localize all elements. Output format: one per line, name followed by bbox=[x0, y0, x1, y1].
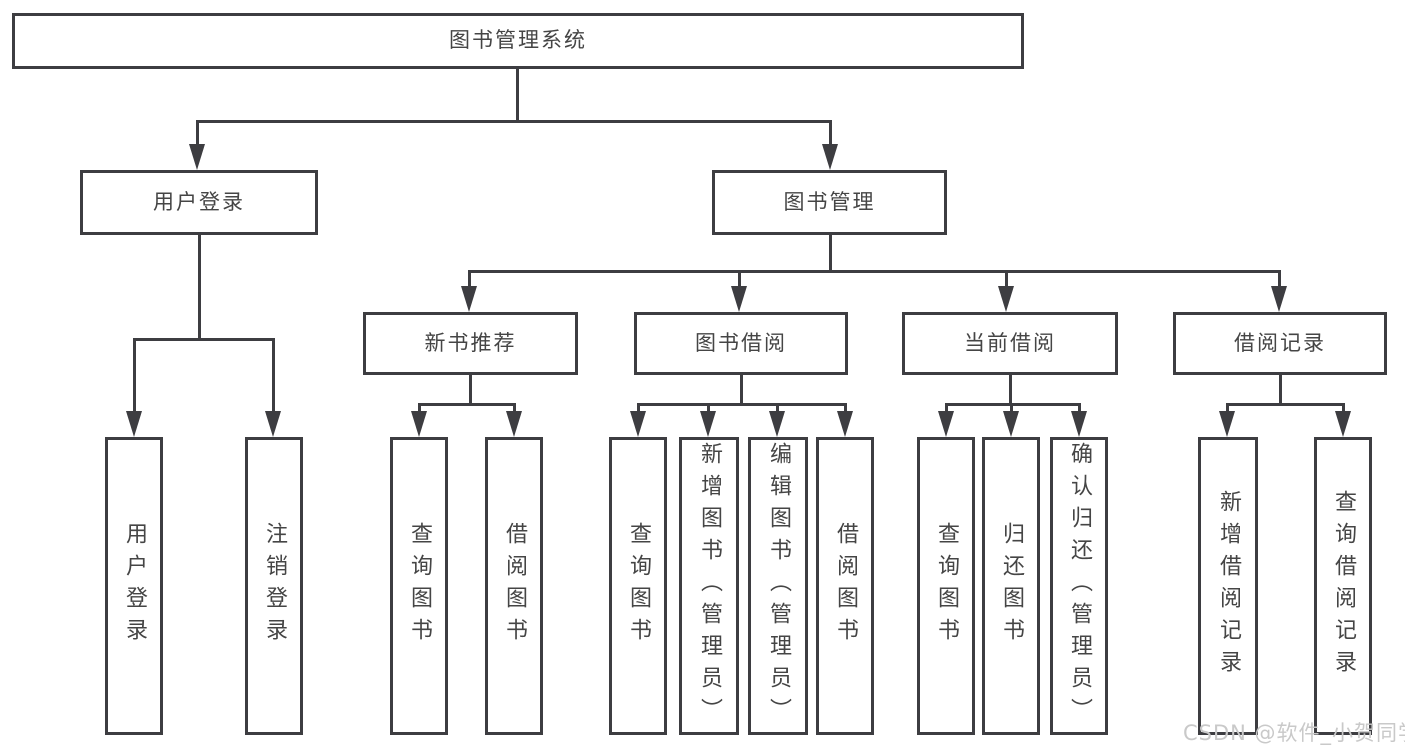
node-new-book-recommend: 新书推荐 bbox=[363, 312, 578, 375]
leaf-cb-query-books: 查询图书 bbox=[917, 437, 975, 735]
leaf-logout: 注销登录 bbox=[245, 437, 303, 735]
leaf-nb-borrow-books: 借阅图书 bbox=[485, 437, 543, 735]
connector-borrow-records-split bbox=[1226, 403, 1345, 406]
arrow-to-nb-query bbox=[411, 411, 427, 437]
node-borrow-records: 借阅记录 bbox=[1173, 312, 1387, 375]
arrow-to-current-borrow bbox=[998, 286, 1014, 312]
connector-current-borrow-split bbox=[945, 403, 1081, 406]
leaf-bb-borrow-books-label: 借阅图书 bbox=[833, 522, 858, 650]
leaf-br-add-record: 新增借阅记录 bbox=[1198, 437, 1258, 735]
leaf-cb-return-books-label: 归还图书 bbox=[999, 522, 1024, 650]
leaf-bb-add-books-admin: 新增图书（管理员） bbox=[679, 437, 739, 735]
leaf-bb-edit-books-admin: 编辑图书（管理员） bbox=[748, 437, 808, 735]
leaf-br-query-record-label: 查询借阅记录 bbox=[1331, 490, 1356, 682]
leaf-user-login: 用户登录 bbox=[105, 437, 163, 735]
node-root-system: 图书管理系统 bbox=[12, 13, 1024, 69]
connector-drop-bb-query bbox=[637, 403, 640, 414]
connector-drop-cb-confirm bbox=[1078, 403, 1081, 414]
leaf-user-login-label: 用户登录 bbox=[122, 522, 147, 650]
leaf-bb-query-books: 查询图书 bbox=[609, 437, 667, 735]
connector-root-trunk bbox=[516, 69, 519, 122]
arrow-to-bb-query bbox=[630, 411, 646, 437]
connector-drop-bb-add bbox=[707, 403, 710, 414]
arrow-to-leaf-logout bbox=[265, 411, 281, 437]
connector-drop-br-query bbox=[1342, 403, 1345, 414]
node-root-label: 图书管理系统 bbox=[449, 28, 587, 53]
connector-new-book-trunk bbox=[469, 375, 472, 405]
leaf-bb-edit-books-admin-label: 编辑图书（管理员） bbox=[766, 442, 791, 730]
leaf-cb-return-books: 归还图书 bbox=[982, 437, 1040, 735]
arrow-to-book-management bbox=[822, 144, 838, 170]
connector-drop-book-borrow bbox=[738, 270, 741, 288]
csdn-watermark: CSDN @软件_小贺同学 bbox=[1183, 721, 1405, 745]
node-book-borrow: 图书借阅 bbox=[634, 312, 848, 375]
leaf-cb-confirm-return-admin: 确认归还（管理员） bbox=[1050, 437, 1108, 735]
connector-book-split bbox=[468, 270, 1281, 273]
connector-book-borrow-split bbox=[637, 403, 847, 406]
arrow-to-new-book bbox=[461, 286, 477, 312]
arrow-to-user-login bbox=[189, 144, 205, 170]
arrow-to-br-query bbox=[1335, 411, 1351, 437]
node-book-management: 图书管理 bbox=[712, 170, 947, 235]
leaf-br-add-record-label: 新增借阅记录 bbox=[1216, 490, 1241, 682]
connector-drop-current-borrow bbox=[1005, 270, 1008, 288]
arrow-to-cb-return bbox=[1003, 411, 1019, 437]
node-borrow-records-label: 借阅记录 bbox=[1234, 330, 1326, 355]
leaf-br-query-record: 查询借阅记录 bbox=[1314, 437, 1372, 735]
node-current-borrow: 当前借阅 bbox=[902, 312, 1118, 375]
connector-drop-user-login bbox=[196, 120, 199, 146]
arrow-to-bb-borrow bbox=[837, 411, 853, 437]
connector-drop-bb-borrow bbox=[844, 403, 847, 414]
connector-drop-leaf-logout bbox=[272, 338, 275, 413]
node-current-borrow-label: 当前借阅 bbox=[964, 330, 1056, 355]
arrow-to-br-add bbox=[1219, 411, 1235, 437]
connector-drop-borrow-records bbox=[1278, 270, 1281, 288]
arrow-to-bb-edit bbox=[769, 411, 785, 437]
leaf-bb-query-books-label: 查询图书 bbox=[626, 522, 651, 650]
leaf-bb-add-books-admin-label: 新增图书（管理员） bbox=[697, 442, 722, 730]
node-book-borrow-label: 图书借阅 bbox=[695, 330, 787, 355]
arrow-to-bb-add bbox=[700, 411, 716, 437]
connector-new-book-split bbox=[418, 403, 516, 406]
arrow-to-borrow-records bbox=[1271, 286, 1287, 312]
arrow-to-cb-query bbox=[938, 411, 954, 437]
leaf-nb-query-books-label: 查询图书 bbox=[407, 522, 432, 650]
connector-drop-cb-query bbox=[945, 403, 948, 414]
connector-drop-cb-return bbox=[1010, 403, 1013, 414]
leaf-bb-borrow-books: 借阅图书 bbox=[816, 437, 874, 735]
arrow-to-leaf-user-login bbox=[126, 411, 142, 437]
connector-drop-leaf-user-login bbox=[133, 338, 136, 413]
arrow-to-cb-confirm bbox=[1071, 411, 1087, 437]
connector-drop-bb-edit bbox=[776, 403, 779, 414]
leaf-cb-confirm-return-admin-label: 确认归还（管理员） bbox=[1067, 442, 1092, 730]
connector-drop-nb-query bbox=[418, 403, 421, 414]
connector-drop-new-book bbox=[468, 270, 471, 288]
leaf-logout-label: 注销登录 bbox=[262, 522, 287, 650]
arrow-to-nb-borrow bbox=[506, 411, 522, 437]
leaf-cb-query-books-label: 查询图书 bbox=[934, 522, 959, 650]
connector-user-split bbox=[133, 338, 275, 341]
leaf-nb-borrow-books-label: 借阅图书 bbox=[502, 522, 527, 650]
connector-root-split bbox=[196, 120, 832, 123]
connector-borrow-records-trunk bbox=[1279, 375, 1282, 405]
connector-book-trunk bbox=[829, 235, 832, 272]
connector-drop-br-add bbox=[1226, 403, 1229, 414]
leaf-nb-query-books: 查询图书 bbox=[390, 437, 448, 735]
node-new-book-recommend-label: 新书推荐 bbox=[424, 330, 517, 355]
arrow-to-book-borrow bbox=[731, 286, 747, 312]
node-user-login: 用户登录 bbox=[80, 170, 318, 235]
connector-book-borrow-trunk bbox=[740, 375, 743, 405]
connector-user-trunk bbox=[198, 235, 201, 340]
connector-drop-nb-borrow bbox=[513, 403, 516, 414]
node-user-login-label: 用户登录 bbox=[153, 189, 245, 214]
connector-drop-book-management bbox=[829, 120, 832, 146]
node-book-management-label: 图书管理 bbox=[783, 189, 876, 214]
connector-current-borrow-trunk bbox=[1009, 375, 1012, 405]
